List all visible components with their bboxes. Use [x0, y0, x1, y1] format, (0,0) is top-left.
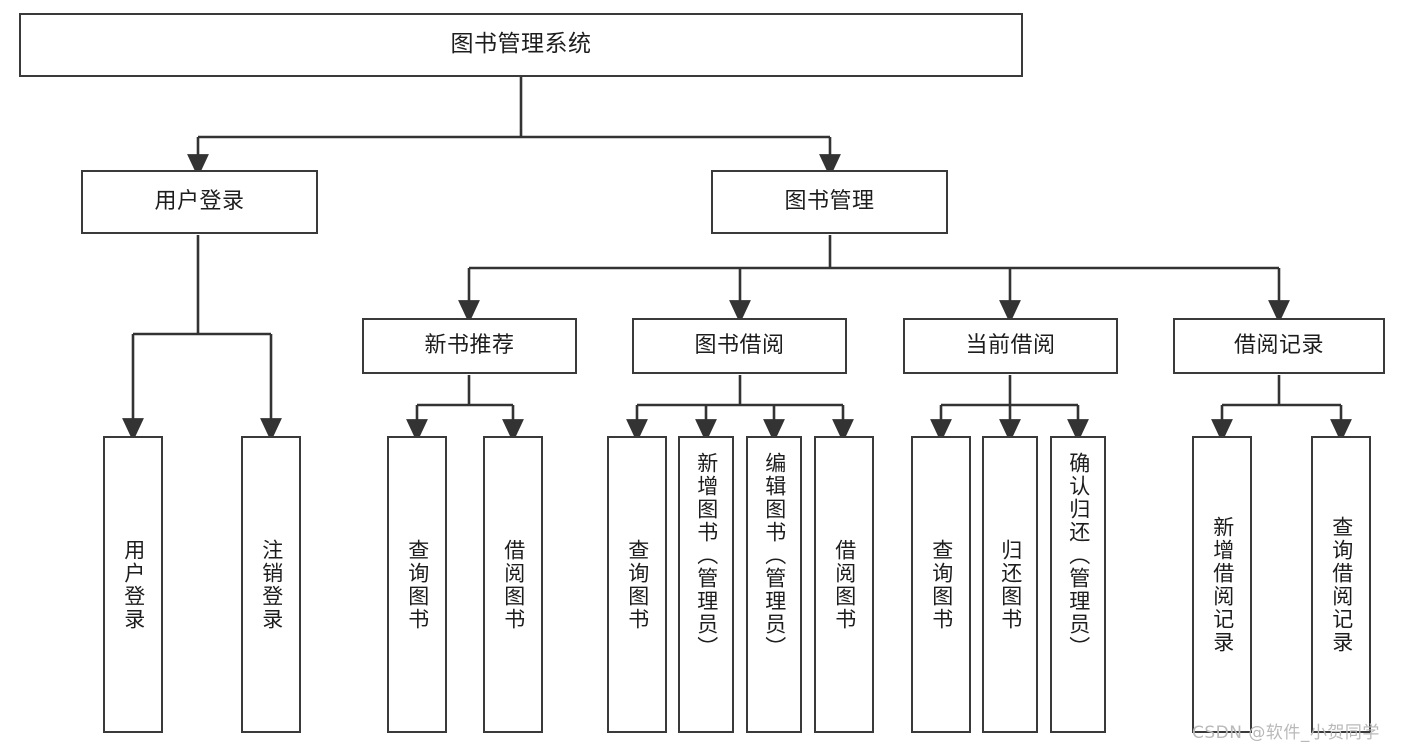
- node-leaf-borrow-book-1[interactable]: 借阅图书: [483, 436, 543, 733]
- node-label: 查询图书: [625, 538, 650, 631]
- node-leaf-query-borrow-record[interactable]: 查询借阅记录: [1311, 436, 1371, 733]
- node-leaf-user-login[interactable]: 用户登录: [103, 436, 163, 733]
- node-leaf-query-book-3[interactable]: 查询图书: [911, 436, 971, 733]
- node-label: 图书借阅: [694, 333, 785, 359]
- node-label: 图书管理: [784, 189, 875, 215]
- node-label: 归还图书: [998, 538, 1023, 631]
- csdn-watermark: CSDN @软件_小贺同学: [1192, 723, 1380, 743]
- node-label: 借阅记录: [1233, 333, 1324, 359]
- node-label: 图书管理系统: [450, 31, 592, 58]
- node-label: 查询借阅记录: [1329, 515, 1354, 654]
- node-borrowing-records[interactable]: 借阅记录: [1173, 318, 1385, 374]
- node-label: 用户登录: [121, 538, 146, 631]
- node-label: 新书推荐: [424, 333, 515, 359]
- node-leaf-edit-book[interactable]: 编辑图书（管理员）: [746, 436, 802, 733]
- node-leaf-confirm-return[interactable]: 确认归还（管理员）: [1050, 436, 1106, 733]
- node-user-login[interactable]: 用户登录: [81, 170, 318, 234]
- node-book-borrowing[interactable]: 图书借阅: [632, 318, 847, 374]
- node-leaf-query-book-1[interactable]: 查询图书: [387, 436, 447, 733]
- node-label: 确认归还（管理员）: [1066, 452, 1091, 659]
- node-root-system[interactable]: 图书管理系统: [19, 13, 1023, 77]
- node-leaf-borrow-book-2[interactable]: 借阅图书: [814, 436, 874, 733]
- node-label: 编辑图书（管理员）: [762, 452, 787, 659]
- node-label: 查询图书: [929, 538, 954, 631]
- node-label: 借阅图书: [501, 538, 526, 631]
- node-label: 借阅图书: [832, 538, 857, 631]
- node-label: 查询图书: [405, 538, 430, 631]
- node-label: 新增图书（管理员）: [694, 452, 719, 659]
- node-label: 用户登录: [154, 189, 245, 215]
- node-leaf-add-book[interactable]: 新增图书（管理员）: [678, 436, 734, 733]
- node-current-borrowing[interactable]: 当前借阅: [903, 318, 1118, 374]
- node-label: 注销登录: [259, 538, 284, 631]
- node-leaf-add-borrow-record[interactable]: 新增借阅记录: [1192, 436, 1252, 733]
- node-new-book-recommendation[interactable]: 新书推荐: [362, 318, 577, 374]
- node-leaf-logout[interactable]: 注销登录: [241, 436, 301, 733]
- node-label: 新增借阅记录: [1210, 515, 1235, 654]
- node-leaf-query-book-2[interactable]: 查询图书: [607, 436, 667, 733]
- node-leaf-return-book[interactable]: 归还图书: [982, 436, 1038, 733]
- node-label: 当前借阅: [965, 333, 1056, 359]
- node-book-management[interactable]: 图书管理: [711, 170, 948, 234]
